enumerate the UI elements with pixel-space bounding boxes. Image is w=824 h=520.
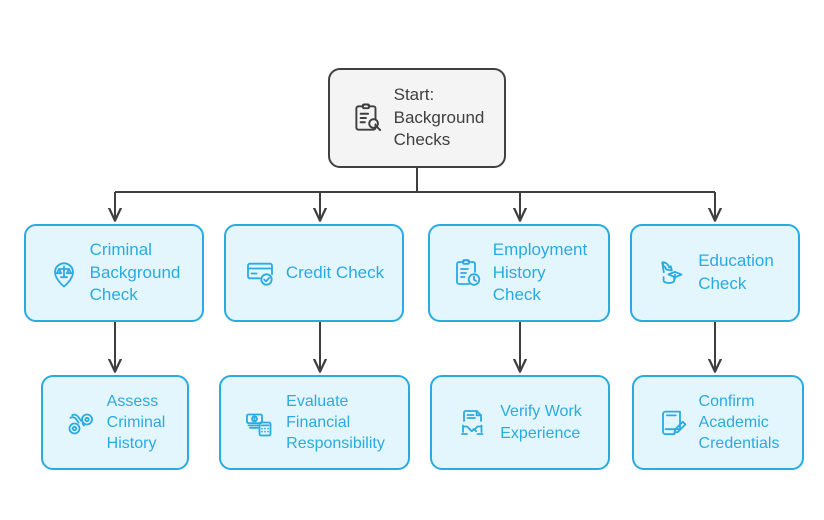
graduation-cap-icon [656, 257, 688, 289]
node-label: Assess Criminal History [106, 392, 166, 453]
node-criminal-background-check[interactable]: Criminal Background Check [24, 224, 204, 322]
node-label: Evaluate Financial Responsibility [286, 392, 385, 453]
node-education-check[interactable]: Education Check [630, 224, 800, 322]
node-label: Employment History Check [492, 240, 588, 305]
node-label: Verify Work Experience [500, 403, 582, 442]
book-pencil-icon [657, 407, 689, 439]
credit-card-check-icon [244, 257, 276, 289]
scales-shield-icon [48, 257, 80, 289]
node-confirm-academic-credentials[interactable]: Confirm Academic Credentials [632, 375, 804, 470]
node-label: Credit Check [285, 262, 385, 282]
node-label: Start: Background Checks [393, 85, 485, 150]
node-verify-work-experience[interactable]: Verify Work Experience [430, 375, 610, 470]
clipboard-clock-icon [451, 257, 483, 289]
document-handshake-icon [458, 407, 490, 439]
node-evaluate-financial-responsibility[interactable]: Evaluate Financial Responsibility [219, 375, 410, 470]
node-start-background-checks[interactable]: Start: Background Checks [328, 68, 506, 168]
handcuffs-icon [65, 407, 97, 439]
clipboard-search-icon [350, 101, 384, 135]
money-calculator-icon [244, 407, 276, 439]
node-label: Education Check [698, 251, 774, 293]
node-credit-check[interactable]: Credit Check [224, 224, 404, 322]
node-label: Criminal Background Check [89, 240, 181, 305]
node-label: Confirm Academic Credentials [698, 392, 780, 453]
node-assess-criminal-history[interactable]: Assess Criminal History [41, 375, 189, 470]
node-employment-history-check[interactable]: Employment History Check [428, 224, 610, 322]
